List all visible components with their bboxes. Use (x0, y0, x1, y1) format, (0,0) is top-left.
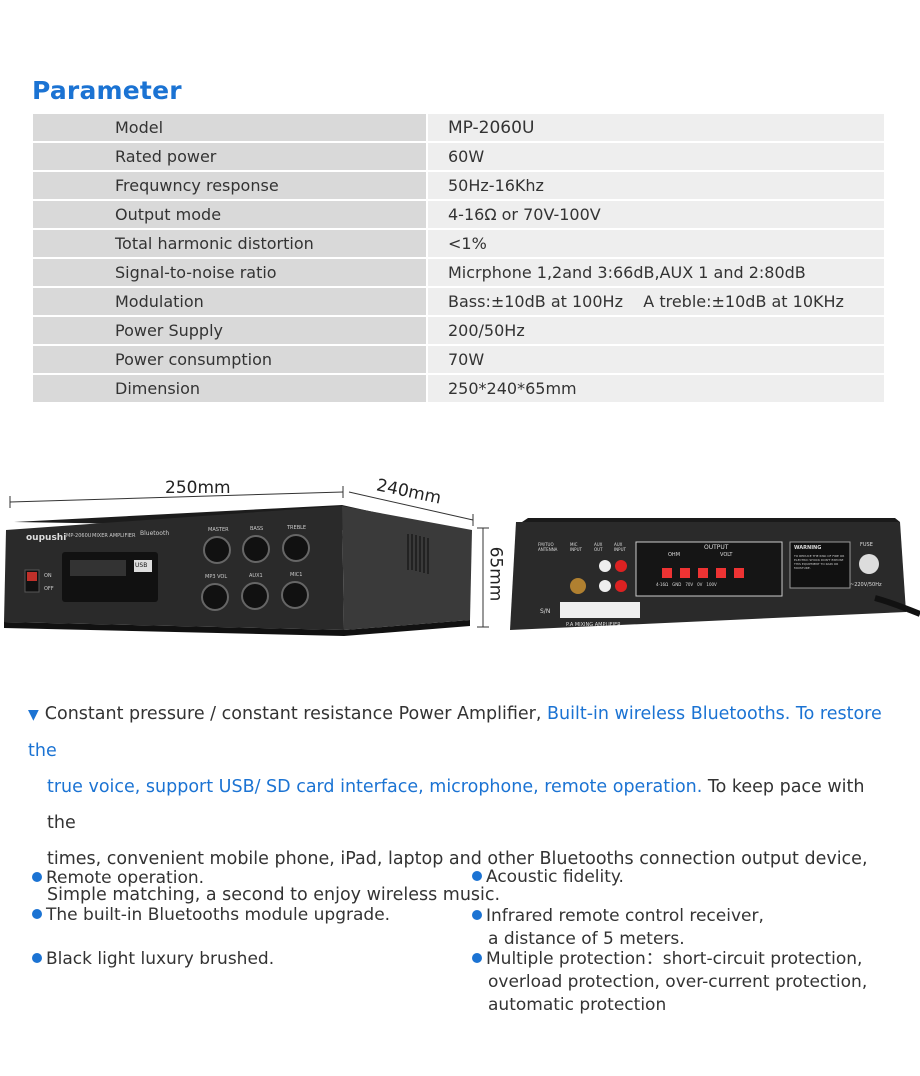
terminal-label: 0V (697, 582, 703, 587)
description-line4: Simple matching, a second to enjoy wirel… (47, 885, 501, 905)
spec-key: Dimension (33, 374, 428, 404)
height-dimension-label: 65mm (485, 546, 506, 602)
spec-value: 60W (427, 142, 884, 172)
terminal-label: 4-16Ω (656, 582, 669, 587)
terminal-label: GND (672, 582, 682, 587)
spec-key: Modulation (33, 287, 428, 317)
spec-row: Total harmonic distortion<1% (33, 229, 884, 259)
feature-item: Infrared remote control receiver,a dista… (472, 905, 764, 951)
output-label: OUTPUT (704, 544, 729, 551)
brand-label: oupushi (26, 533, 67, 543)
knob-label-master: MASTER (208, 527, 229, 533)
feature-item: Remote operation. (32, 867, 204, 890)
terminal-label: 70V (685, 582, 694, 587)
fm-antenna-label: FM/TUO ANTENNA (538, 542, 558, 552)
power-label: ~220V/50Hz (850, 582, 882, 588)
spec-value: 4-16Ω or 70V-100V (427, 200, 884, 230)
output-terminals: 4-16Ω GND 70V 0V 100V (656, 582, 756, 587)
usb-label: USB (135, 562, 148, 569)
product-photos: 250mm 240mm 65mm oupushi MP-2060U MIXER … (0, 470, 920, 670)
spec-key: Total harmonic distortion (33, 229, 428, 259)
bullet-dot-icon (32, 909, 42, 919)
spec-value: 50Hz-16Khz (427, 171, 884, 201)
warning-label: WARNING (794, 545, 822, 551)
amplifier-illustration (4, 486, 920, 636)
serial-number-label: S/N (540, 608, 551, 615)
description-line2: true voice, support USB/ SD card interfa… (28, 769, 898, 841)
knob-label-aux1: AUX1 (249, 573, 263, 579)
feature-item: Black light luxury brushed. (32, 948, 274, 971)
spec-value: Bass:±10dB at 100Hz A treble:±10dB at 10… (427, 287, 884, 317)
power-on-label: ON (44, 573, 52, 579)
knob-label-mic1: MIC1 (290, 572, 303, 578)
description-highlight2: true voice, support USB/ SD card interfa… (47, 777, 703, 797)
terminal-label: 100V (706, 582, 717, 587)
description-line3: times, convenient mobile phone, iPad, la… (47, 849, 868, 869)
feature-item: Multiple protection：short-circuit protec… (472, 948, 867, 1017)
knob-label-treble: TREBLE (287, 525, 307, 531)
ohm-label: OHM (668, 552, 681, 558)
bullet-dot-icon (472, 910, 482, 920)
spec-value: <1% (427, 229, 884, 259)
spec-value: 200/50Hz (427, 316, 884, 346)
description-part1: Constant pressure / constant resistance … (44, 704, 548, 724)
warning-text: TO REDUCE THE RISK OF FIRE OR ELECTRIC S… (794, 554, 845, 570)
aux-out-label: AUX OUT (594, 542, 603, 552)
aux-input-label: AUX INPUT (614, 542, 626, 552)
bluetooth-label: Bluetooth (140, 530, 170, 537)
mic-input-label: MIC INPUT (570, 542, 582, 552)
knob-label-mp3-vol: MP3 VOL (205, 574, 228, 580)
spec-key: Model (33, 114, 428, 143)
feature-item: Acoustic fidelity. (472, 866, 624, 889)
bullet-dot-icon (472, 953, 482, 963)
spec-key: Rated power (33, 142, 428, 172)
spec-key: Power Supply (33, 316, 428, 346)
spec-key: Power consumption (33, 345, 428, 375)
spec-key: Signal-to-noise ratio (33, 258, 428, 288)
fuse-label: FUSE (860, 542, 873, 548)
spec-value: 250*240*65mm (427, 374, 884, 404)
spec-key: Frequwncy response (33, 171, 428, 201)
width-dimension-label: 250mm (165, 478, 231, 498)
spec-value: MP-2060U (427, 114, 884, 143)
spec-value: 70W (427, 345, 884, 375)
model-label: MP-2060U (66, 533, 92, 539)
type-label: MIXER AMPLIFIER (92, 533, 136, 539)
back-footer-label: P.A MIXING AMPLIFIER (566, 622, 621, 628)
bullet-dot-icon (32, 953, 42, 963)
spec-key: Output mode (33, 200, 428, 230)
description-part2: To keep pace with the (47, 777, 865, 833)
spec-value: Micrphone 1,2and 3:66dB,AUX 1 and 2:80dB (427, 258, 884, 288)
description-highlight: Built-in wireless Bluetooths. To restore… (28, 704, 882, 761)
bullet-dot-icon (472, 871, 482, 881)
power-off-label: OFF (44, 586, 54, 592)
bullet-dot-icon (32, 872, 42, 882)
feature-item: The built-in Bluetooths module upgrade. (32, 904, 390, 927)
triangle-down-icon: ▼ (28, 707, 39, 723)
product-description: ▼ Constant pressure / constant resistance… (28, 696, 898, 913)
volt-label: VOLT (720, 552, 733, 558)
knob-label-bass: BASS (250, 526, 264, 532)
page-title: Parameter (32, 76, 182, 105)
